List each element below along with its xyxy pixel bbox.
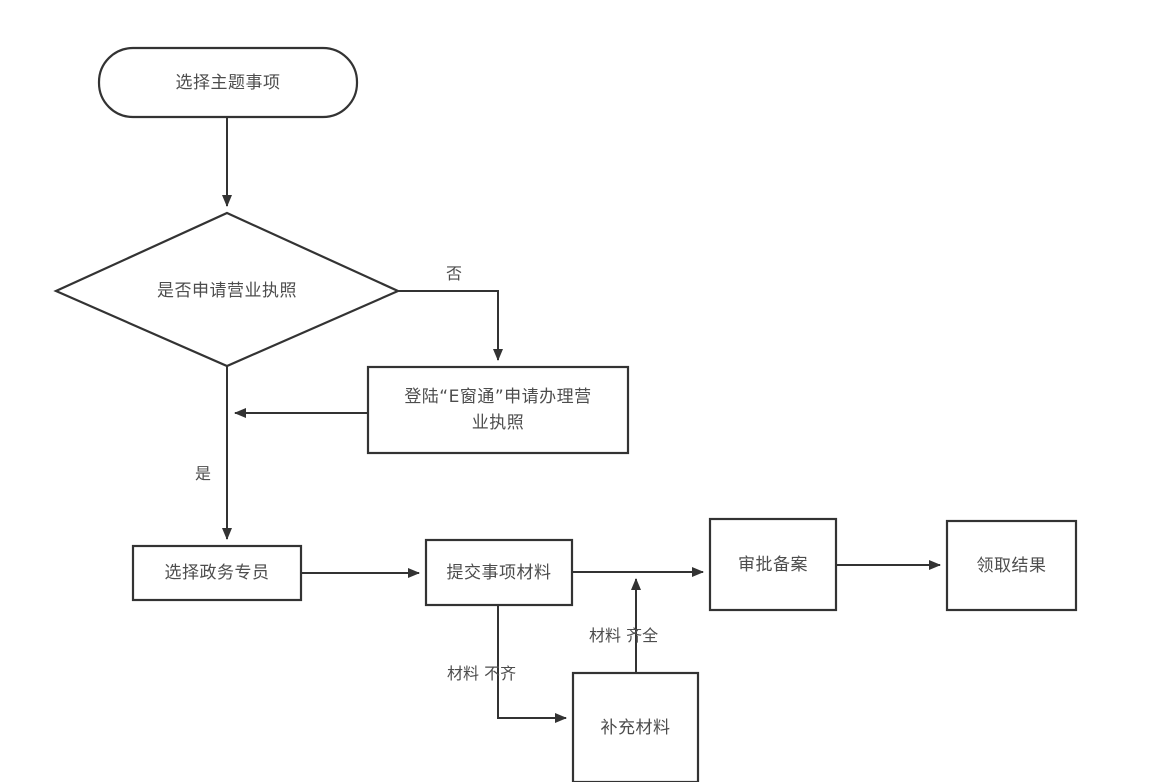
edge-decision-no bbox=[398, 290, 503, 361]
edge-submit-to-supplement bbox=[497, 605, 567, 723]
node-shape-supplement[interactable] bbox=[571, 671, 700, 782]
edge-label-incomplete: 材料 不齐 bbox=[447, 664, 517, 683]
node-shape-approve[interactable] bbox=[708, 517, 838, 612]
node-shape-staff[interactable] bbox=[131, 544, 303, 602]
node-shape-result[interactable] bbox=[945, 519, 1078, 612]
node-shape-submit[interactable] bbox=[424, 538, 574, 607]
edge-label-yes: 是 bbox=[195, 464, 212, 483]
node-shape-decision[interactable] bbox=[53, 211, 401, 368]
edge-label-complete: 材料 齐全 bbox=[589, 626, 659, 645]
node-shape-ecwt[interactable] bbox=[366, 365, 630, 455]
node-shape-start[interactable] bbox=[97, 46, 359, 119]
edge-label-no: 否 bbox=[446, 264, 463, 283]
